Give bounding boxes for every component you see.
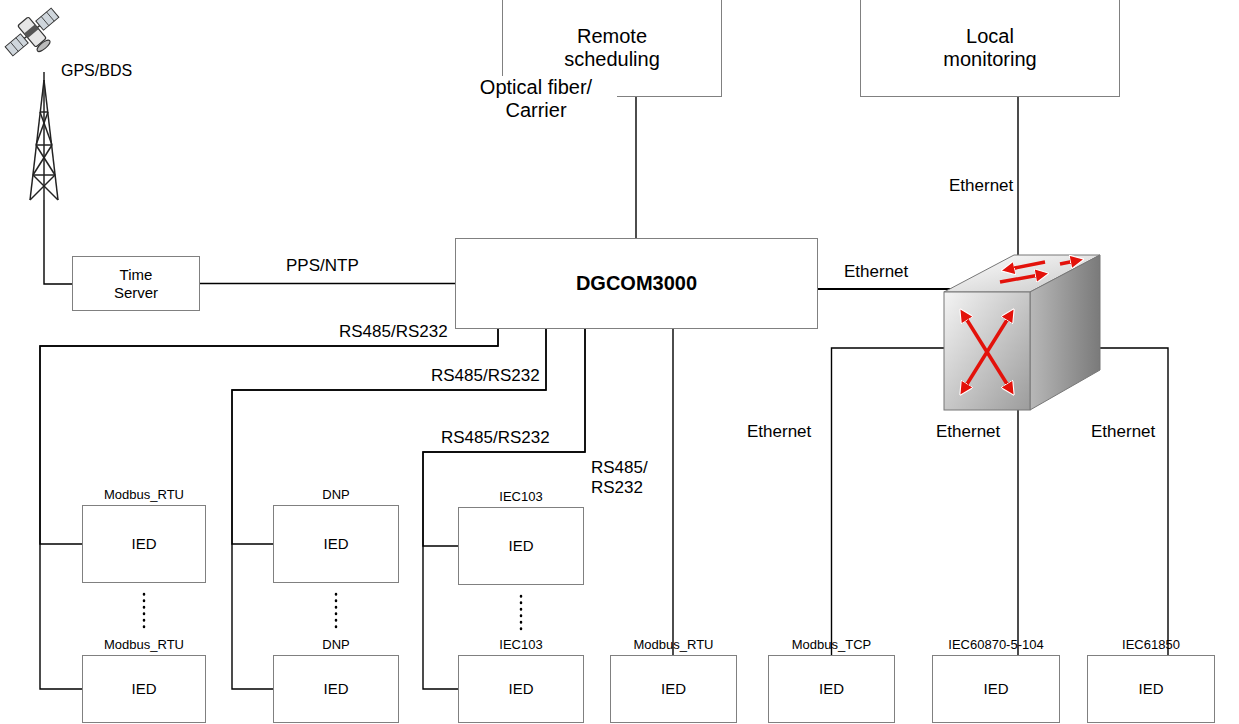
link-line <box>818 97 1018 289</box>
network-switch-icon <box>944 255 1100 410</box>
box-text: Local monitoring <box>930 25 1050 71</box>
source-label: GPS/BDS <box>60 62 133 80</box>
protocol-label: Modbus_RTU <box>104 488 184 503</box>
link-label: Ethernet <box>948 176 1014 196</box>
link-line <box>672 329 673 655</box>
box-text: IED <box>323 680 348 697</box>
ied-box: DNPIED <box>273 655 399 723</box>
ied-box: Modbus_RTUIED <box>82 505 206 583</box>
ied-box: IEC60870-5-104IED <box>932 655 1060 723</box>
antenna-wire <box>44 200 72 284</box>
ied-box: DNPIED <box>273 505 399 583</box>
ied-box: IEC103IED <box>458 655 584 723</box>
protocol-label: Modbus_TCP <box>792 638 871 653</box>
link-label: RS485/RS232 <box>430 366 541 386</box>
box-text: IED <box>661 680 686 697</box>
box-text: IED <box>323 535 348 552</box>
box-text: IED <box>983 680 1008 697</box>
ied-box: Modbus_RTUIED <box>610 655 737 723</box>
link-line <box>200 283 455 284</box>
protocol-label: DNP <box>322 488 349 503</box>
link-label: Ethernet <box>746 422 812 442</box>
link-label: RS485/ RS232 <box>590 458 662 497</box>
link-line <box>635 97 636 238</box>
link-label: Optical fiber/ Carrier <box>455 76 617 122</box>
link-line <box>818 289 1168 655</box>
time-server-box: Time Server <box>72 256 200 311</box>
box-text: IED <box>508 680 533 697</box>
ied-box: Modbus_TCPIED <box>768 655 895 723</box>
link-label: Ethernet <box>1090 422 1156 442</box>
protocol-label: Modbus_RTU <box>634 638 714 653</box>
continuation-dots <box>144 594 521 630</box>
protocol-label: IEC60870-5-104 <box>948 638 1043 653</box>
protocol-label: Modbus_RTU <box>104 638 184 653</box>
system-box: Local monitoring <box>860 0 1120 97</box>
protocol-label: IEC103 <box>499 490 542 505</box>
box-text: IED <box>131 680 156 697</box>
box-text: DGCOM3000 <box>576 272 697 295</box>
satellite-icon <box>0 2 68 67</box>
box-text: IED <box>508 537 533 554</box>
gateway-box: DGCOM3000 <box>455 238 818 329</box>
link-label: RS485/RS232 <box>440 428 551 448</box>
link-label: PPS/NTP <box>285 256 360 276</box>
box-text: IED <box>819 680 844 697</box>
box-text: IED <box>131 535 156 552</box>
box-text: IED <box>1138 680 1163 697</box>
ied-box: IEC103IED <box>458 507 584 585</box>
protocol-label: IEC61850 <box>1122 638 1180 653</box>
ied-box: Modbus_RTUIED <box>82 655 206 723</box>
link-label: Ethernet <box>843 262 909 282</box>
link-label: Ethernet <box>935 422 1001 442</box>
protocol-label: IEC103 <box>499 638 542 653</box>
link-label: RS485/RS232 <box>338 322 449 342</box>
ied-box: IEC61850IED <box>1087 655 1215 723</box>
box-text: Remote scheduling <box>552 25 672 71</box>
link-line <box>423 329 585 689</box>
radio-tower-icon <box>30 72 58 200</box>
box-text: Time Server <box>106 266 166 301</box>
protocol-label: DNP <box>322 638 349 653</box>
